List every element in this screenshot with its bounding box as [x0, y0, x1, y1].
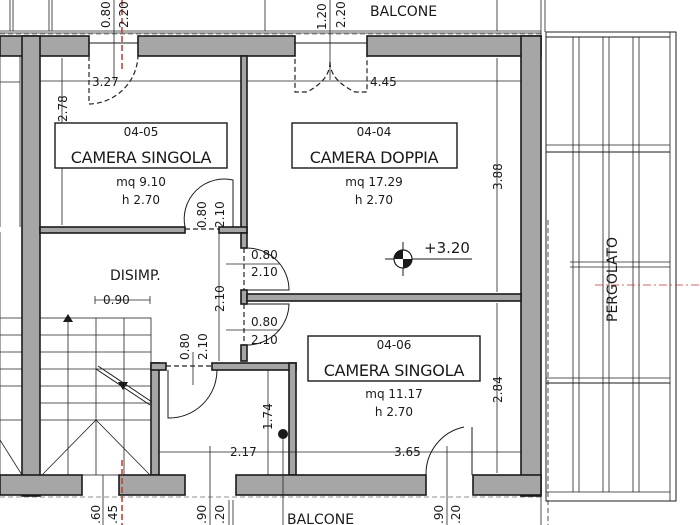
room-0404-area: mq 17.29 — [345, 175, 402, 189]
door-0406-height: 2.10 — [251, 333, 278, 347]
room-0404-id: 04-04 — [357, 125, 392, 139]
pergola-label: PERGOLATO — [605, 237, 621, 322]
room-0404-label-box — [291, 122, 458, 169]
top-window-right-height: 2.20 — [334, 1, 348, 28]
top-window-left-height: 2.20 — [117, 1, 131, 28]
door-bath — [166, 352, 218, 419]
elevation-marker-icon — [385, 242, 472, 276]
room-0406-depth: 2.84 — [491, 376, 505, 403]
room-0404-name: CAMERA DOPPIA — [310, 148, 439, 167]
room-0406-id: 04-06 — [377, 338, 412, 352]
walls — [0, 35, 542, 497]
door-0406 — [226, 303, 290, 346]
bottom-window-e: .90 — [432, 505, 446, 524]
staircase — [0, 314, 153, 525]
bath-depth: 1.74 — [261, 403, 275, 430]
room-0405-name: CAMERA SINGOLA — [71, 148, 212, 167]
balcone-top-label: BALCONE — [370, 4, 437, 20]
room-0406-height: h 2.70 — [375, 405, 413, 419]
door-0405-height: 2.10 — [213, 201, 227, 228]
disimpegno-label: DISIMP. — [110, 268, 161, 284]
room-0406-name: CAMERA SINGOLA — [324, 361, 465, 380]
bottom-window-c: .90 — [195, 505, 209, 524]
door-0406-width: 0.80 — [251, 315, 278, 329]
top-window-right-width: 1.20 — [315, 3, 329, 30]
room-0406-width: 3.65 — [394, 445, 421, 459]
room-0405-depth: 2.78 — [56, 95, 70, 122]
top-balcony-rail — [0, 0, 541, 35]
top-window-left — [88, 0, 139, 105]
balcone-bottom-label: BALCONE — [287, 512, 354, 525]
door-0405-width: 0.80 — [195, 201, 209, 228]
room-0405-id: 04-05 — [124, 125, 159, 139]
door-balcony-bottom — [425, 426, 473, 525]
disimp-width: 0.90 — [103, 293, 130, 307]
elevation-value: +3.20 — [424, 239, 470, 257]
disimp-depth: 2.10 — [213, 285, 227, 312]
door-0404-height: 2.10 — [251, 265, 278, 279]
room-0404-depth: 3.88 — [491, 163, 505, 190]
room-0405-height: h 2.70 — [122, 193, 160, 207]
door-0404-width: 0.80 — [251, 248, 278, 262]
room-0405-label-box — [54, 122, 228, 169]
room-0404-height: h 2.70 — [355, 193, 393, 207]
bottom-window-b: .45 — [106, 505, 120, 524]
room-0405-width: 3.27 — [92, 75, 119, 89]
top-window-right — [294, 0, 368, 93]
door-bath-height: 2.10 — [196, 333, 210, 360]
top-window-left-width: 0.80 — [99, 1, 113, 28]
door-bath-width: 0.80 — [178, 333, 192, 360]
bath-width: 2.17 — [230, 445, 257, 459]
bottom-window-d: .20 — [213, 505, 227, 524]
room-0405-area: mq 9.10 — [116, 175, 166, 189]
room-0404-width: 4.45 — [370, 75, 397, 89]
bottom-window-a: .60 — [89, 505, 103, 524]
room-0406-area: mq 11.17 — [365, 387, 422, 401]
door-0404 — [226, 247, 290, 291]
bottom-window-f: .20 — [449, 505, 463, 524]
room-0406-label-box — [307, 335, 481, 382]
door-0405 — [183, 178, 234, 230]
